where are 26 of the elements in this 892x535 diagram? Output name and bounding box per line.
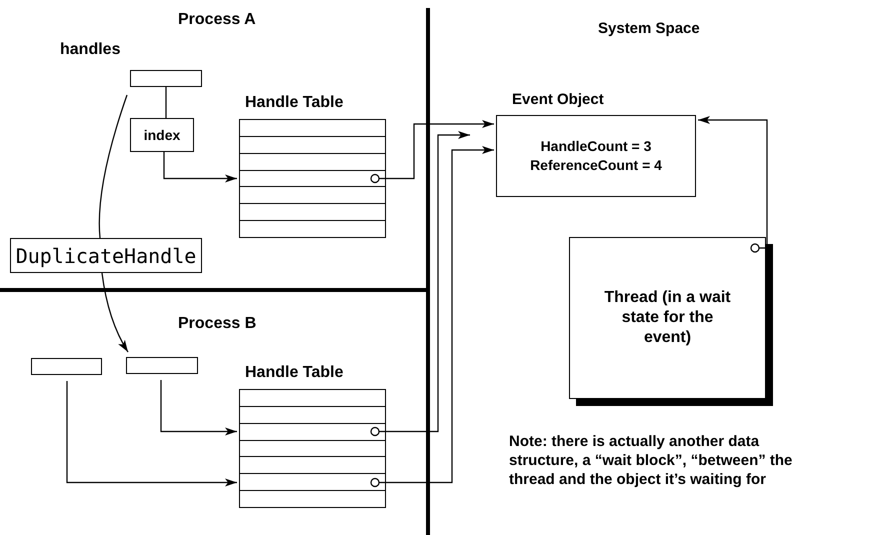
arrow [101,272,129,352]
note-text: Note: there is actually another data structure, a “wait block”, “between” the thread and the object it’s waiting for [509,432,794,489]
thread-text: Thread (in a wait state for the event) [603,288,732,348]
handle-slot-box [126,357,198,374]
table-heading: Handle Table [245,93,344,113]
index-box: index [130,118,194,152]
region-label: System Space [598,19,700,39]
handle-table [239,119,386,238]
table-heading: Handle Table [245,363,344,383]
region-label: Process B [178,314,256,334]
arrow [370,146,494,488]
region-label: Process A [178,10,256,30]
object-heading: Event Object [512,90,604,110]
arrow [163,152,237,182]
arrow [160,380,237,436]
function-name-box: DuplicateHandle [10,238,202,273]
event-object-box [496,115,696,197]
arrow [370,120,494,184]
handle-slot-box [130,70,202,87]
arrow [698,116,768,253]
count-text: HandleCount = 3 ReferenceCount = 4 [529,137,663,175]
handle-slot-box [31,358,102,375]
arrow [66,381,237,486]
arrow [370,131,470,436]
handle-table [239,389,386,508]
handles-label: handles [60,40,120,60]
